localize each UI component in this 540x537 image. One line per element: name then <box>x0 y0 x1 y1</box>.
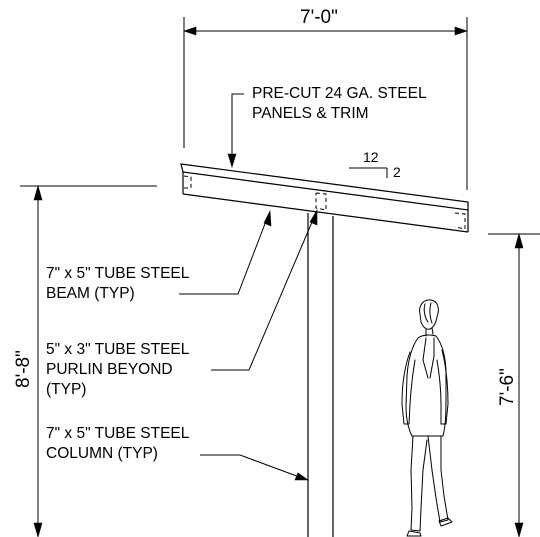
beam-leader <box>179 209 272 295</box>
overall-height-label: 8'-8" <box>13 350 34 388</box>
roof-panels-callout-line2: PANELS & TRIM <box>252 105 369 122</box>
tube-steel-column <box>307 213 334 537</box>
overall-width-dimension <box>183 17 468 190</box>
overall-width-label: 7'-0" <box>300 7 338 28</box>
beam-callout-line1: 7" x 5" TUBE STEEL <box>46 265 190 282</box>
slope-rise-label: 2 <box>393 164 401 180</box>
purlin-callout-line1: 5" x 3" TUBE STEEL <box>46 341 190 358</box>
column-leader <box>200 454 309 481</box>
slope-indicator <box>349 167 388 178</box>
roof-panels <box>180 163 469 211</box>
overall-height-dimension <box>20 184 157 537</box>
tube-steel-beam <box>182 172 469 233</box>
beam-callout-line2: BEAM (TYP) <box>46 285 135 302</box>
purlin-leader <box>211 208 318 371</box>
clear-height-label: 7'-6" <box>497 368 518 406</box>
purlin-callout-line2: PURLIN BEYOND <box>46 361 173 378</box>
column-callout-line1: 7" x 5" TUBE STEEL <box>46 425 190 442</box>
purlin-callout-line3: (TYP) <box>46 381 86 398</box>
clear-height-dimension <box>488 232 540 537</box>
roof-panels-leader <box>227 93 244 169</box>
column-callout-line2: COLUMN (TYP) <box>46 445 158 462</box>
human-scale-figure <box>401 299 453 537</box>
slope-run-label: 12 <box>363 149 379 165</box>
purlin-hidden-lines <box>183 175 466 230</box>
roof-panels-callout-line1: PRE-CUT 24 GA. STEEL <box>252 85 427 102</box>
